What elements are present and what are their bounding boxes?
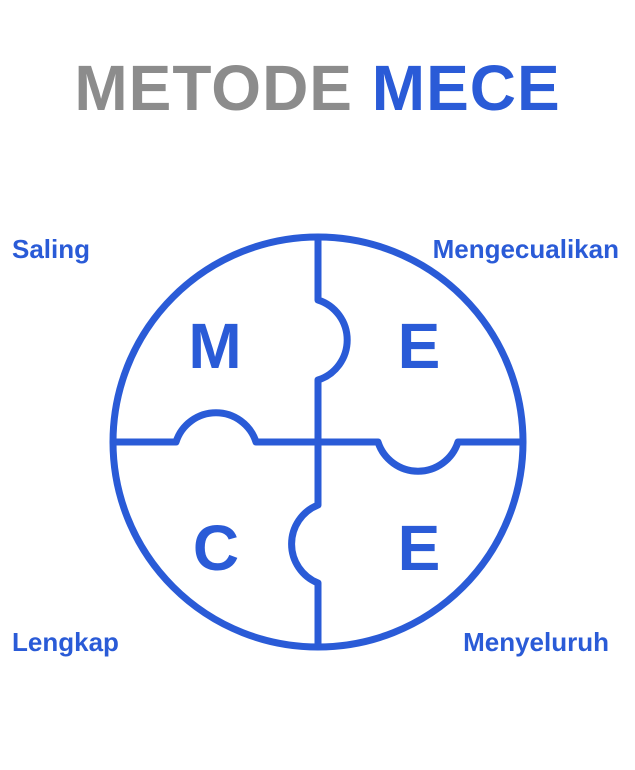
puzzle-divider-right xyxy=(314,438,527,475)
label-lengkap: Lengkap xyxy=(12,627,119,657)
title-metode: METODE xyxy=(74,52,353,124)
title-mece: MECE xyxy=(371,52,561,124)
puzzle-divider-bottom xyxy=(288,438,322,651)
label-saling: Saling xyxy=(12,234,91,264)
puzzle-divider-top xyxy=(314,233,351,446)
label-menyeluruh: Menyeluruh xyxy=(463,627,609,657)
puzzle-divider-left xyxy=(109,409,322,446)
piece-letter-e-bottom: E xyxy=(398,512,441,584)
page-title: METODE MECE xyxy=(0,52,635,124)
label-mengecualikan: Mengecualikan xyxy=(432,234,619,264)
piece-letter-e-top: E xyxy=(398,310,441,382)
piece-letter-c: C xyxy=(193,512,239,584)
piece-letter-m: M xyxy=(188,310,241,382)
